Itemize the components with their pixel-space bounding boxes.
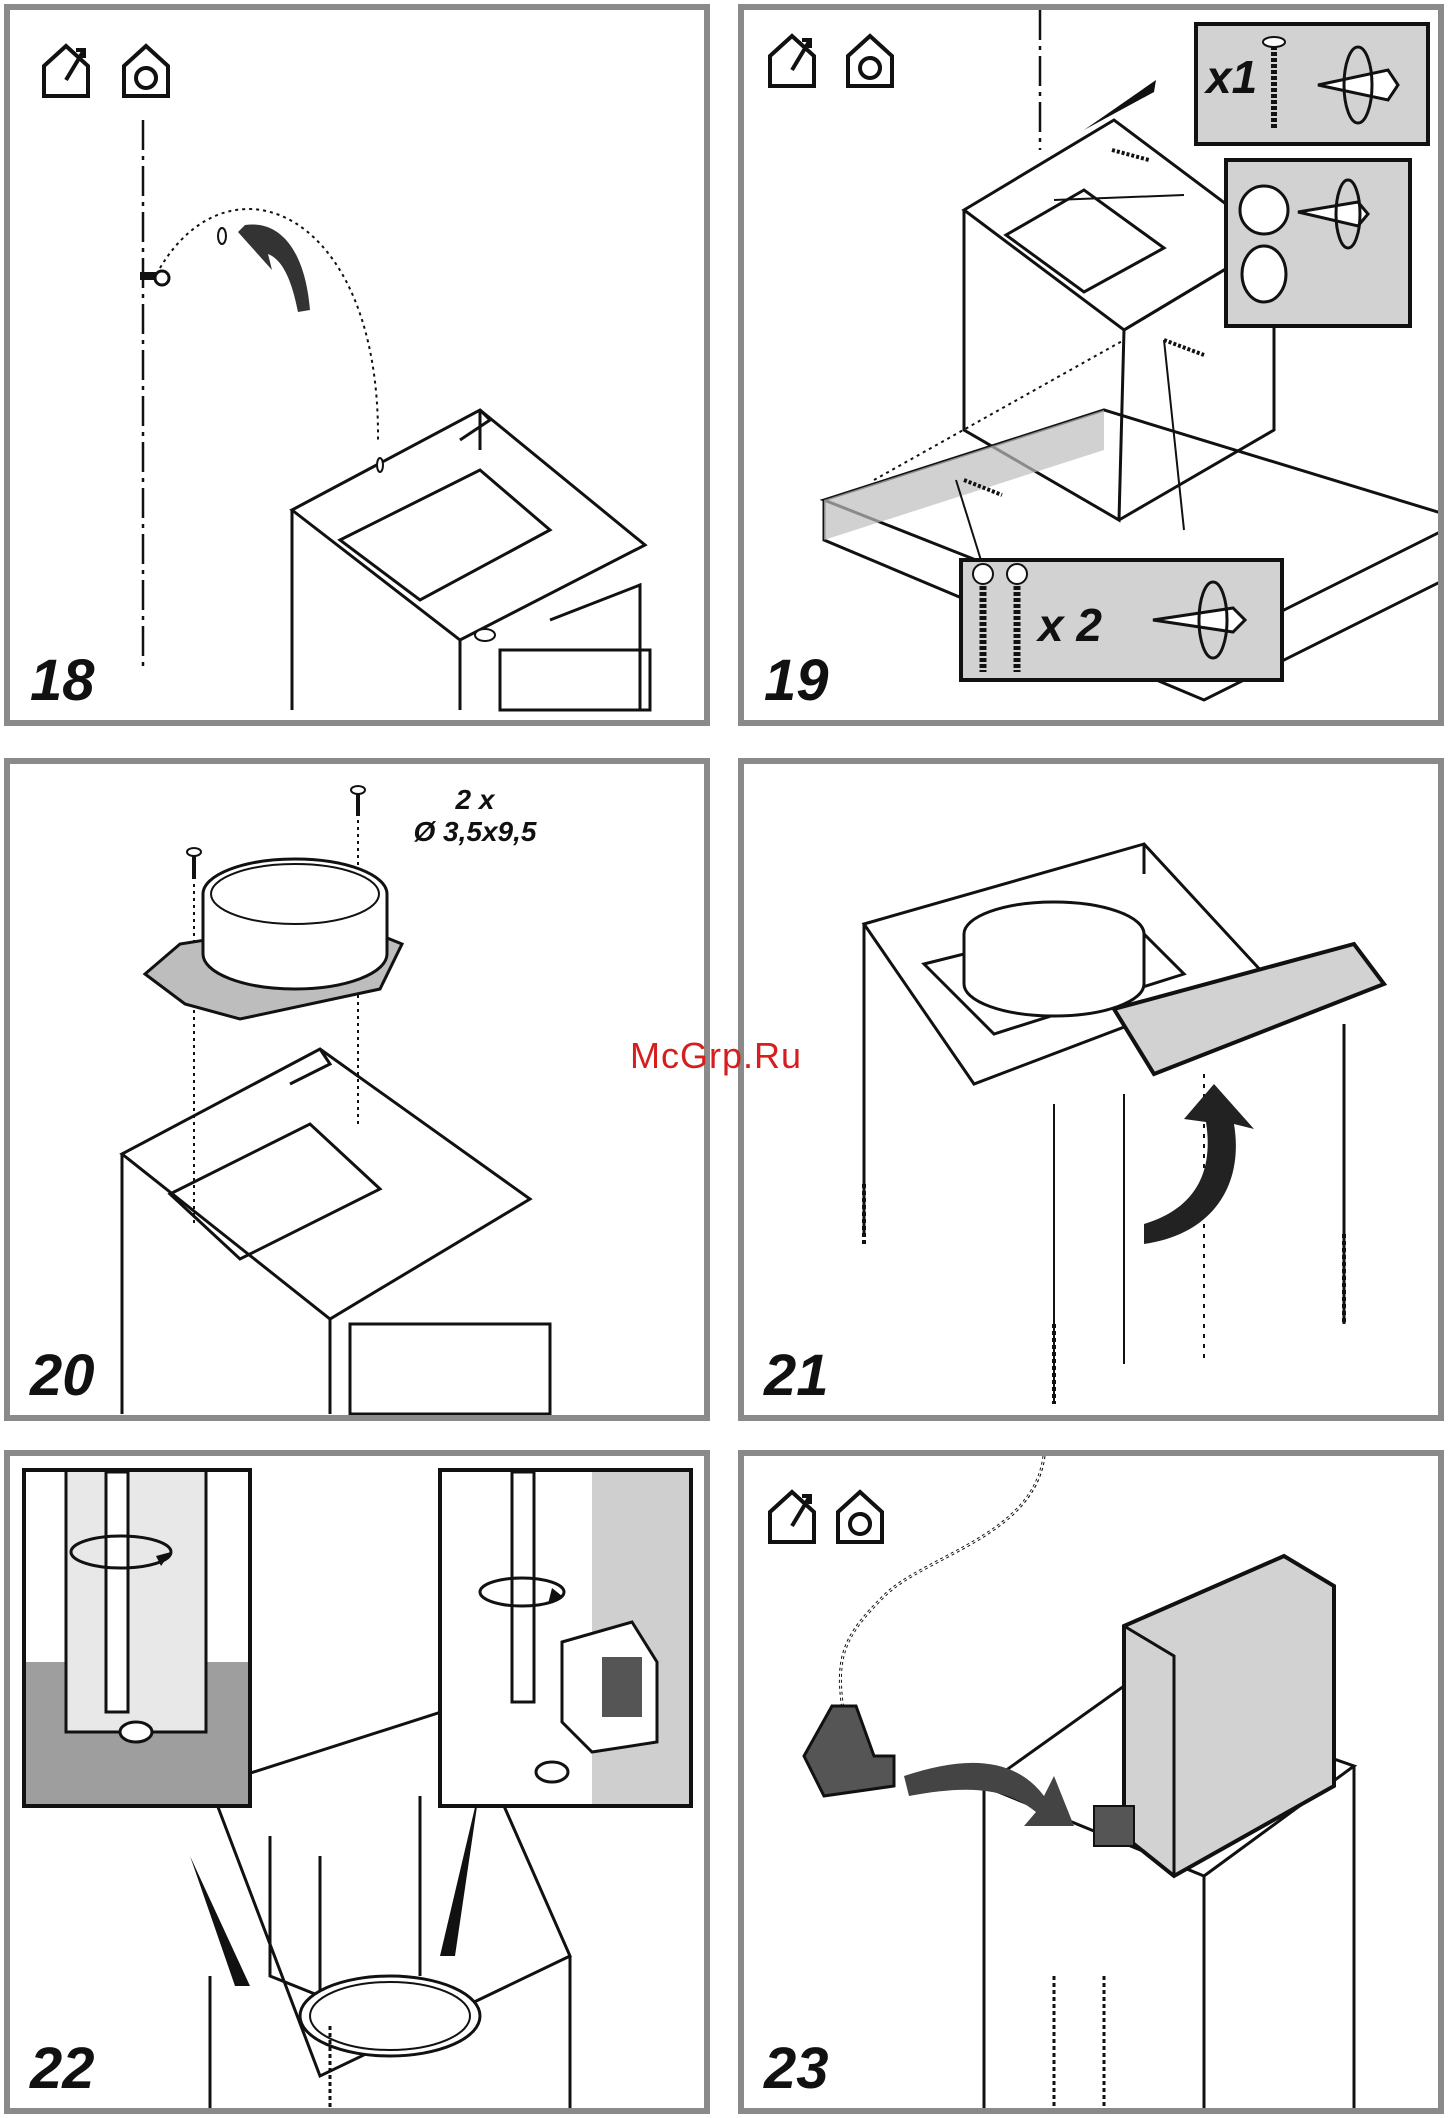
step-21-illustration (744, 764, 1438, 1415)
duct-out-house-icon (770, 1492, 814, 1542)
step-number: 21 (764, 1347, 829, 1405)
step-23-illustration (744, 1456, 1438, 2108)
quantity-label: x1 (1206, 54, 1257, 100)
keyhole-screw-icon (1228, 162, 1408, 322)
screw-callout-x2: x 2 (959, 558, 1284, 682)
step-panel-23: 23 (738, 1450, 1444, 2114)
screw-size: Ø 3,5x9,5 (390, 816, 560, 848)
step-number: 19 (764, 652, 829, 710)
screwdriver-icon (1143, 562, 1273, 678)
screwdriver-icon (1258, 30, 1428, 140)
duct-out-house-icon (770, 36, 814, 86)
step-number: 18 (30, 652, 95, 710)
quantity-label: x 2 (1038, 602, 1102, 648)
step-panel-21: 21 (738, 758, 1444, 1421)
screw-callout-x1: x1 (1194, 22, 1430, 146)
recirculation-house-icon (124, 46, 168, 96)
screw-icon (140, 271, 169, 285)
detail-inset-left (22, 1468, 252, 1808)
screwdriver-rotation-detail (442, 1472, 689, 1804)
step-number: 23 (764, 2040, 829, 2098)
watermark: McGrp.Ru (630, 1035, 802, 1077)
step-panel-19: x1 x 2 19 (738, 4, 1444, 726)
step-panel-22: 22 (4, 1450, 710, 2114)
step-20-illustration (10, 764, 704, 1415)
recirculation-house-icon (848, 36, 892, 86)
step-panel-20: 2 x Ø 3,5x9,5 20 (4, 758, 710, 1421)
keyhole-callout (1224, 158, 1412, 328)
step-number: 22 (30, 2040, 95, 2098)
step-panel-18: 18 (4, 4, 710, 726)
screw-count: 2 x (390, 784, 560, 816)
recirculation-house-icon (838, 1492, 882, 1542)
screwdriver-rotation-detail (26, 1472, 248, 1804)
duct-out-house-icon (44, 46, 88, 96)
detail-inset-right (438, 1468, 693, 1808)
step-18-illustration (10, 10, 704, 720)
screw-specification: 2 x Ø 3,5x9,5 (390, 784, 560, 848)
step-number: 20 (30, 1347, 95, 1405)
